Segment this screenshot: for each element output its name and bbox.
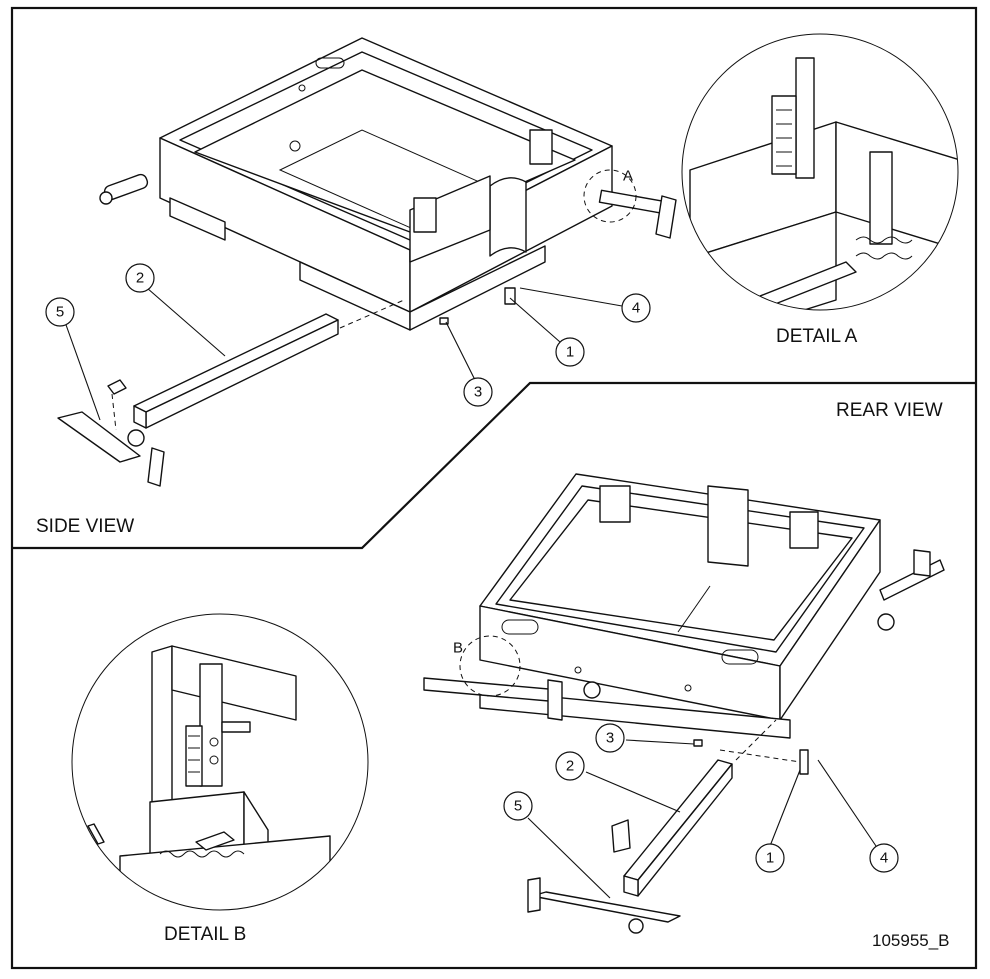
svg-text:4: 4 [632,300,640,317]
callout-rear-5: 5 [503,791,533,821]
callout-rear-1: 1 [755,843,785,873]
view-divider [12,381,976,550]
svg-text:3: 3 [606,730,614,747]
rear-view-exploded-parts [527,739,809,934]
svg-text:3: 3 [474,384,482,401]
side-view-exploded-parts [57,287,516,487]
detail-a-marker: A [623,168,633,185]
callout-rear-4: 4 [869,843,899,873]
detail-a-outline [681,33,959,311]
callout-side-1: 1 [555,337,585,367]
detail-b-marker: B [453,640,463,657]
svg-text:1: 1 [566,344,574,361]
drawing-number: 105955_B [872,931,950,950]
svg-text:2: 2 [136,270,144,287]
svg-text:4: 4 [880,850,888,867]
callout-rear-2: 2 [555,751,585,781]
detail-b-marker-circle [459,635,521,697]
callout-side-2: 2 [125,263,155,293]
detail-a-marker-circle [583,169,637,223]
drawing-border [10,6,978,970]
detail-b-loose-pin [87,823,105,845]
svg-text:2: 2 [566,758,574,775]
callout-side-4: 4 [621,293,651,323]
side-view-label: SIDE VIEW [36,516,134,537]
side-view-tray [99,37,677,331]
detail-a-label: DETAIL A [776,326,858,347]
svg-text:5: 5 [56,304,64,321]
detail-b-outline [71,613,369,911]
rear-view-label: REAR VIEW [836,400,943,421]
svg-text:1: 1 [766,850,774,867]
rear-view-tray [423,473,945,739]
detail-b-view [119,645,331,910]
callout-side-3: 3 [463,377,493,407]
detail-a-view [689,57,958,310]
detail-b-label: DETAIL B [164,924,246,945]
callout-side-5: 5 [45,297,75,327]
callout-rear-3: 3 [595,723,625,753]
svg-text:5: 5 [514,798,522,815]
